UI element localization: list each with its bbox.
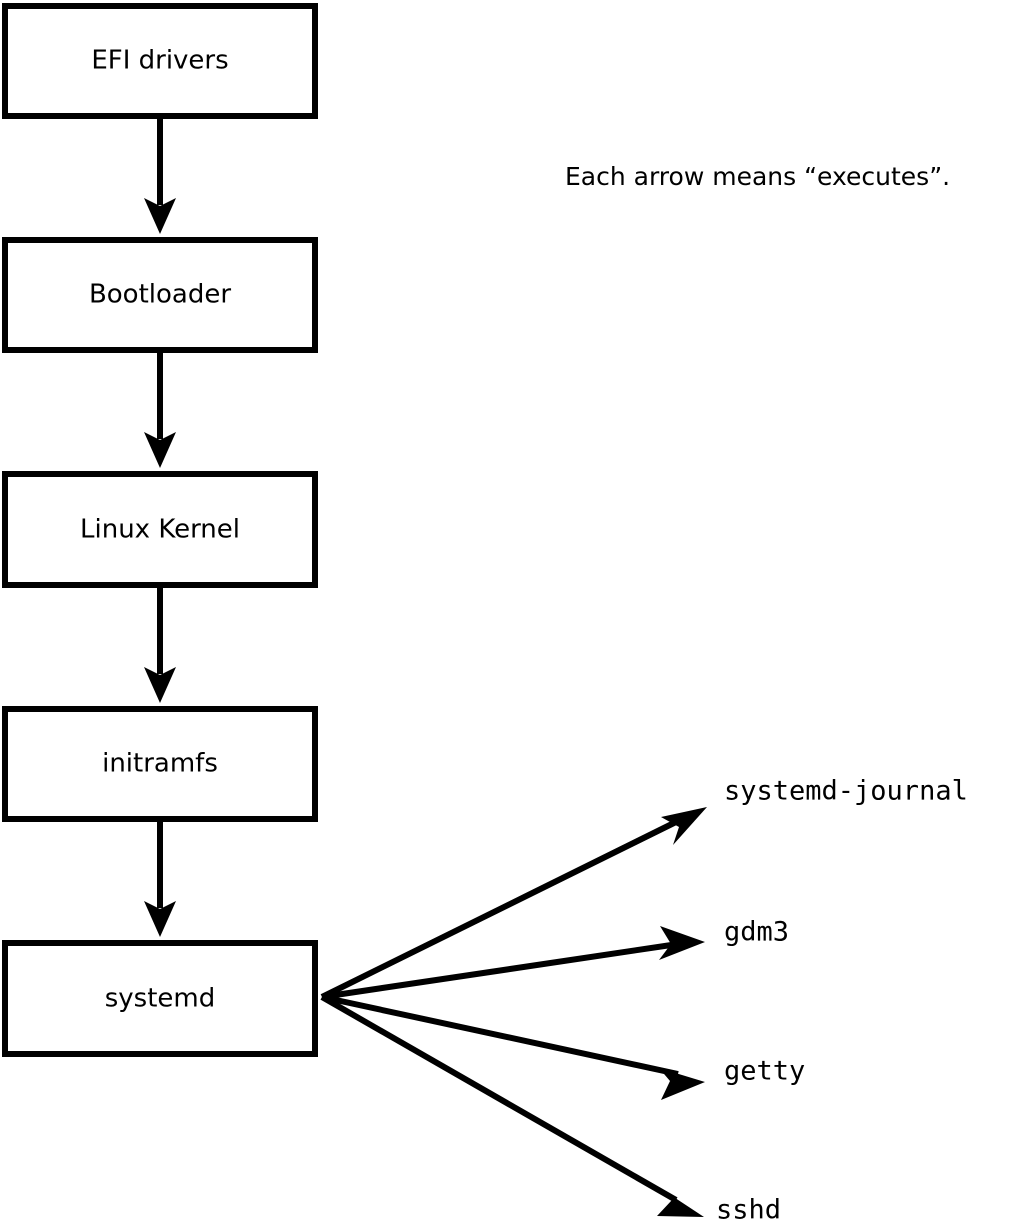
node-box-rect[interactable] bbox=[2, 706, 318, 822]
node-label-efi-drivers: EFI drivers bbox=[91, 46, 228, 76]
service-edge-systemd-to-getty bbox=[321, 994, 705, 1100]
arrowhead-icon bbox=[661, 807, 707, 845]
arrowhead-icon bbox=[144, 198, 176, 234]
node-box-rect[interactable] bbox=[2, 3, 318, 119]
arrowhead-icon bbox=[659, 926, 705, 960]
chain-edge-initramfs-to-systemd bbox=[144, 822, 176, 937]
arrowhead-icon bbox=[144, 667, 176, 703]
node-label-bootloader: Bootloader bbox=[89, 280, 231, 310]
node-initramfs[interactable]: initramfs bbox=[2, 706, 318, 822]
node-linux-kernel[interactable]: Linux Kernel bbox=[2, 471, 318, 588]
service-edge-systemd-to-gdm3 bbox=[321, 926, 705, 1000]
node-systemd[interactable]: systemd bbox=[2, 940, 318, 1057]
node-label-linux-kernel: Linux Kernel bbox=[80, 515, 240, 545]
edge-shaft bbox=[321, 941, 679, 1000]
service-edge-systemd-to-sshd bbox=[320, 994, 704, 1217]
arrowhead-icon bbox=[659, 1068, 705, 1100]
service-label-gdm3: gdm3 bbox=[724, 917, 789, 948]
diagram-annotation: Each arrow means “executes”. bbox=[565, 162, 950, 191]
node-label-initramfs: initramfs bbox=[102, 749, 218, 779]
chain-edge-kernel-to-initramfs bbox=[144, 588, 176, 703]
service-label-systemd-journal: systemd-journal bbox=[724, 776, 968, 807]
service-edge-systemd-to-systemd-journal bbox=[320, 807, 707, 1000]
service-label-getty: getty bbox=[724, 1056, 805, 1087]
node-box-rect[interactable] bbox=[2, 940, 318, 1057]
node-box-rect[interactable] bbox=[2, 237, 318, 353]
node-box-rect[interactable] bbox=[2, 471, 318, 588]
node-efi-drivers[interactable]: EFI drivers bbox=[2, 3, 318, 119]
edge-shaft bbox=[320, 817, 682, 1000]
chain-edge-efi-to-bootloader bbox=[144, 119, 176, 234]
arrowhead-icon bbox=[657, 1186, 704, 1217]
arrowhead-icon bbox=[144, 432, 176, 468]
node-label-systemd: systemd bbox=[105, 984, 216, 1014]
edge-shaft bbox=[321, 994, 679, 1077]
arrowhead-icon bbox=[144, 901, 176, 937]
chain-edge-bootloader-to-kernel bbox=[144, 353, 176, 468]
node-bootloader[interactable]: Bootloader bbox=[2, 237, 318, 353]
edge-shaft bbox=[320, 994, 678, 1203]
service-label-sshd: sshd bbox=[716, 1195, 781, 1226]
